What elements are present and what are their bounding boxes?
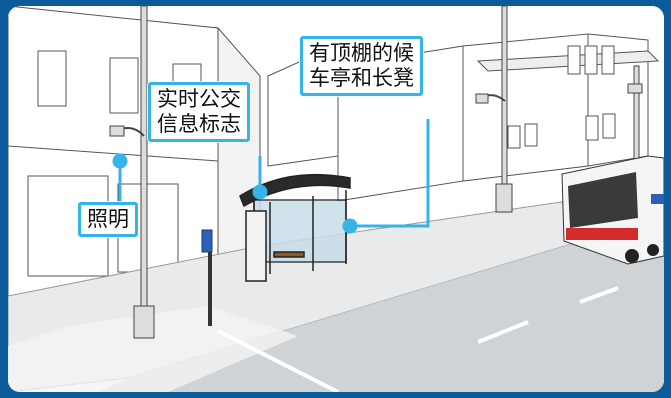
lighting-callout: 照明 — [78, 202, 138, 237]
street-scene: 照明 实时公交 信息标志 有顶棚的候 车亭和长凳 — [8, 6, 664, 392]
building-left — [8, 6, 261, 297]
transit-info-sign-callout: 实时公交 信息标志 — [148, 82, 250, 142]
shelter-bench-callout: 有顶棚的候 车亭和长凳 — [300, 36, 423, 96]
bus — [561, 155, 664, 265]
transit-info-sign — [201, 229, 213, 326]
lane-markings — [217, 286, 619, 392]
bus-shelter — [239, 173, 351, 282]
street-illustration — [8, 6, 664, 392]
callout-leaders — [112, 119, 430, 234]
buildings-right — [267, 33, 660, 202]
